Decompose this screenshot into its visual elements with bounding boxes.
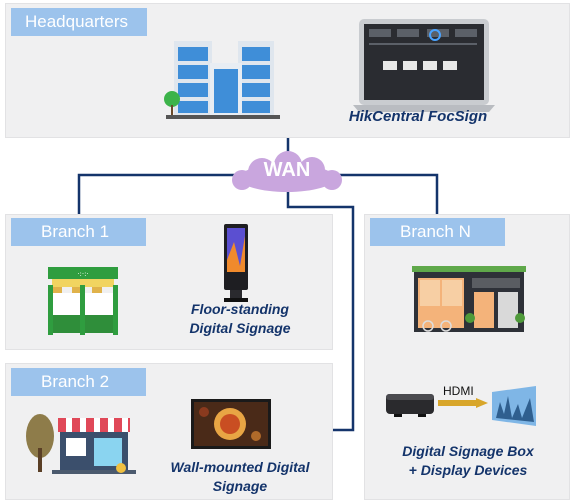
- shop-icon: ·:·:·: [48, 267, 118, 335]
- kiosk-icon: [224, 224, 248, 302]
- branchN-device-line1: Digital Signage Box: [402, 443, 534, 459]
- cloud-icon: [232, 151, 342, 192]
- svg-text:·:·:·: ·:·:·: [77, 270, 88, 278]
- monitor-icon: [492, 386, 536, 426]
- hdmi-label: HDMI: [443, 384, 474, 398]
- branch2-label: Branch 2: [11, 368, 146, 396]
- branchN-device-caption: Digital Signage Box + Display Devices: [378, 442, 558, 480]
- branch1-link-line: [77, 173, 245, 218]
- branch2-device-line2: Signage: [212, 478, 268, 494]
- cable-arrow: [438, 398, 488, 408]
- office-building-icon: [164, 41, 280, 119]
- media-box-icon: [386, 394, 434, 417]
- branch1-label: Branch 1: [11, 218, 146, 246]
- branchN-device-line2: + Display Devices: [408, 462, 528, 478]
- headquarters-label: Headquarters: [11, 8, 147, 36]
- branch2-device-caption: Wall-mounted Digital Signage: [150, 458, 330, 496]
- branch1-device-line2: Digital Signage: [189, 320, 291, 336]
- branch1-device-line1: Floor-standing: [191, 301, 289, 317]
- tree-icon: [26, 414, 54, 472]
- store-front-icon: [412, 266, 526, 332]
- branchN-label: Branch N: [370, 218, 505, 246]
- branch2-device-line1: Wall-mounted Digital: [170, 459, 310, 475]
- branch2-link-line: [286, 190, 355, 432]
- branchN-link-line: [320, 173, 439, 218]
- branchN-panel: [364, 214, 570, 500]
- branch1-device-caption: Floor-standing Digital Signage: [170, 300, 310, 338]
- wall-display-icon: [191, 399, 271, 449]
- hq-product-caption: HikCentral FocSign: [348, 108, 488, 125]
- wan-label: WAN: [263, 159, 311, 181]
- laptop-icon: [353, 19, 495, 112]
- house-icon: [26, 414, 136, 474]
